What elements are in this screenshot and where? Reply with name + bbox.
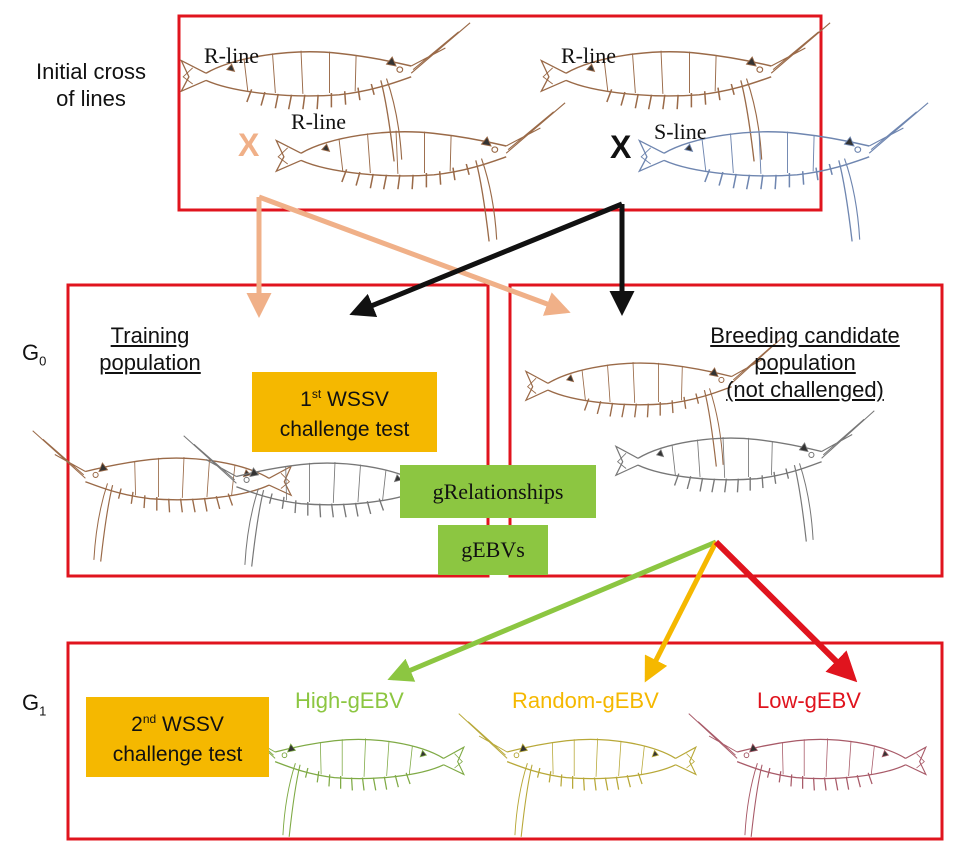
breeding-title-line1: Breeding candidate	[710, 323, 900, 348]
right-bottom-line-label: S-line	[654, 119, 707, 144]
second-challenge-line1: 2nd WSSV	[86, 704, 269, 740]
g1-label-base: G	[22, 690, 40, 715]
g0-label-base: G	[22, 340, 40, 365]
peach-arrow-to-candidates	[258, 194, 571, 316]
breeding-title-line2: population	[754, 350, 856, 375]
first-challenge-ordinal: 1	[300, 388, 312, 411]
first-challenge-wssv: WSSV	[321, 388, 389, 411]
red-arrow-to-low	[713, 539, 858, 683]
initial-cross-label-line2: of lines	[56, 86, 126, 111]
initial-cross-label-line1: Initial cross	[35, 59, 147, 84]
grelationships-badge: gRelationships	[400, 465, 596, 518]
breeding-title-line3: (not challenged)	[726, 377, 884, 402]
black-arrow-to-training	[349, 201, 623, 318]
high-gebv-label: High-gEBV	[295, 688, 404, 713]
g0-label: G0	[22, 340, 46, 368]
gebvs-badge: gEBVs	[438, 525, 548, 575]
g1-groups-box	[66, 641, 944, 841]
random-gebv-label: Random-gEBV	[512, 688, 659, 713]
training-population-title: Training population	[80, 322, 220, 376]
second-challenge-wssv: WSSV	[156, 713, 224, 736]
g0-label-sub: 0	[39, 353, 47, 369]
training-title-line2: population	[99, 350, 201, 375]
training-population-box	[66, 283, 490, 578]
second-challenge-line2: challenge test	[112, 743, 243, 766]
left-cross-symbol: X	[238, 127, 260, 163]
initial-cross-box	[177, 14, 823, 212]
initial-cross-label: Initial cross of lines	[16, 58, 166, 112]
shrimp-random-gebv-icon	[458, 712, 697, 838]
breeding-candidate-title: Breeding candidate population (not chall…	[680, 322, 930, 403]
first-challenge-line1: 1st WSSV	[252, 379, 437, 415]
breeding-candidate-box	[508, 283, 944, 578]
amber-arrow-to-random	[644, 540, 719, 683]
g1-label-sub: 1	[39, 703, 47, 719]
green-arrow-to-high	[387, 539, 717, 682]
shrimp-candidate-gray-icon	[615, 410, 875, 543]
second-challenge-test-badge: 2nd WSSV challenge test	[86, 697, 269, 777]
g1-label: G1	[22, 690, 46, 718]
right-cross-symbol: X	[610, 129, 632, 165]
first-challenge-line2: challenge test	[279, 418, 410, 441]
low-gebv-label: Low-gEBV	[757, 688, 861, 713]
second-challenge-ordinal: 2	[131, 713, 143, 736]
right-top-line-label: R-line	[561, 43, 616, 68]
left-bottom-line-label: R-line	[291, 109, 346, 134]
first-challenge-test-badge: 1st WSSV challenge test	[252, 372, 437, 452]
shrimp-low-gebv-icon	[688, 712, 927, 838]
training-title-line1: Training	[110, 323, 190, 348]
left-top-line-label: R-line	[204, 43, 259, 68]
first-challenge-ordinal-suffix: st	[311, 387, 322, 401]
second-challenge-ordinal-suffix: nd	[142, 712, 157, 726]
